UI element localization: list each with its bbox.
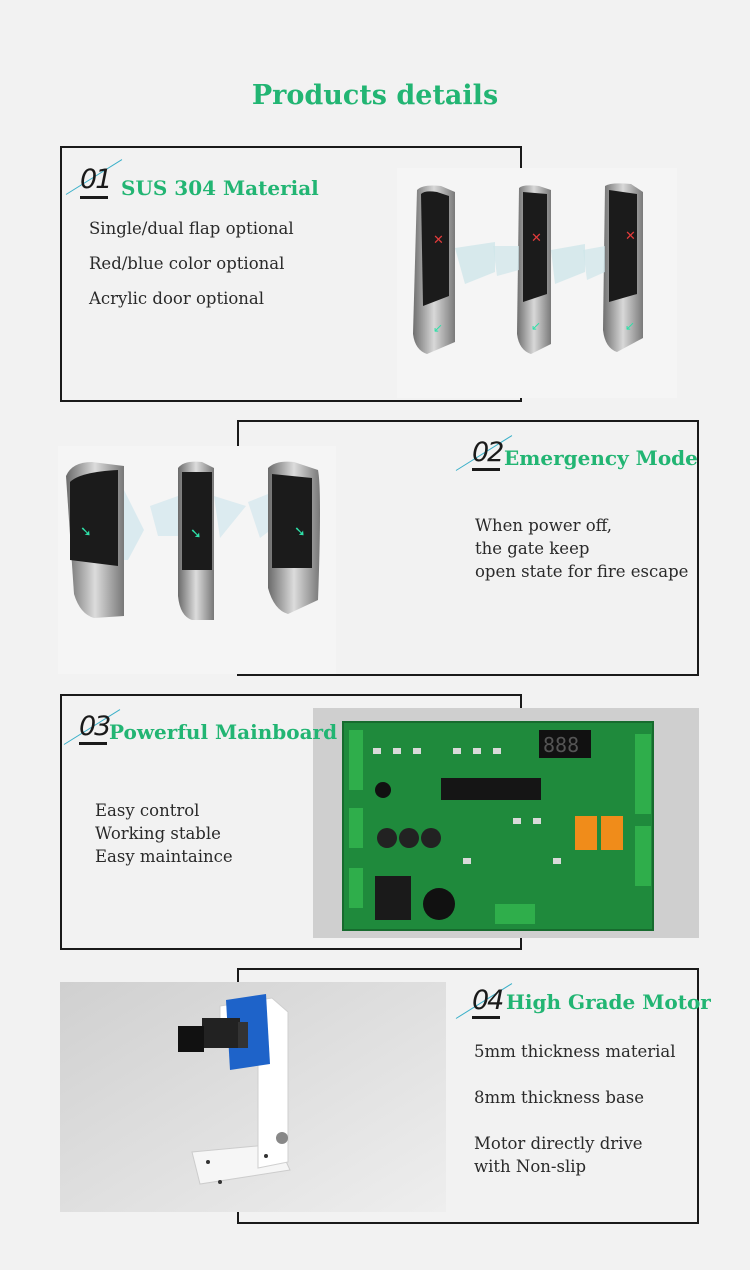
svg-text:➘: ➘ xyxy=(80,524,92,540)
section-01-number-underline xyxy=(80,196,108,199)
section-03-heading: Powerful Mainboard xyxy=(109,720,338,744)
motor-photo xyxy=(60,982,446,1212)
svg-text:↙: ↙ xyxy=(433,321,443,335)
section-04-number: 04 xyxy=(472,985,504,1016)
svg-text:↙: ↙ xyxy=(625,319,635,333)
page-title: Products details xyxy=(251,80,499,111)
turnstile-photo-flaps-closed: ✕ ↙ ✕ ↙ ✕ ↙ xyxy=(397,168,677,398)
section-03-number-underline xyxy=(79,742,107,745)
section-02-number-underline xyxy=(472,468,500,471)
section-01-number: 01 xyxy=(80,164,112,195)
section-03-line-2: Working stable xyxy=(95,824,221,843)
section-04-line-2: 8mm thickness base xyxy=(474,1088,645,1107)
svg-text:✕: ✕ xyxy=(625,229,636,244)
section-01-line-3: Acrylic door optional xyxy=(89,289,265,308)
section-03-line-3: Easy maintaince xyxy=(95,847,233,866)
svg-text:➘: ➘ xyxy=(190,526,202,542)
svg-text:➘: ➘ xyxy=(294,524,306,540)
turnstile-photo-flaps-open: ➘ ➘ ➘ xyxy=(58,446,336,674)
section-01-heading: SUS 304 Material xyxy=(121,176,319,200)
section-02-line-2: the gate keep xyxy=(475,539,590,558)
section-04-line-3: Motor directly drive xyxy=(474,1134,643,1153)
svg-text:✕: ✕ xyxy=(433,233,444,248)
section-04-number-underline xyxy=(472,1016,500,1019)
svg-text:888: 888 xyxy=(543,733,579,757)
section-04-heading: High Grade Motor xyxy=(506,990,711,1014)
section-01-line-2: Red/blue color optional xyxy=(89,254,285,273)
svg-text:↙: ↙ xyxy=(531,319,541,333)
section-02-number: 02 xyxy=(472,437,504,468)
section-04-line-4: with Non-slip xyxy=(474,1157,587,1176)
svg-text:✕: ✕ xyxy=(531,231,542,246)
section-03-number: 03 xyxy=(79,711,111,742)
section-04-line-1: 5mm thickness material xyxy=(474,1042,676,1061)
section-02-heading: Emergency Mode xyxy=(504,446,698,470)
section-01-line-1: Single/dual flap optional xyxy=(89,219,294,238)
section-03-line-1: Easy control xyxy=(95,801,200,820)
section-02-line-1: When power off, xyxy=(475,516,613,535)
mainboard-photo: 888 xyxy=(313,708,699,938)
section-02-line-3: open state for fire escape xyxy=(475,562,689,581)
